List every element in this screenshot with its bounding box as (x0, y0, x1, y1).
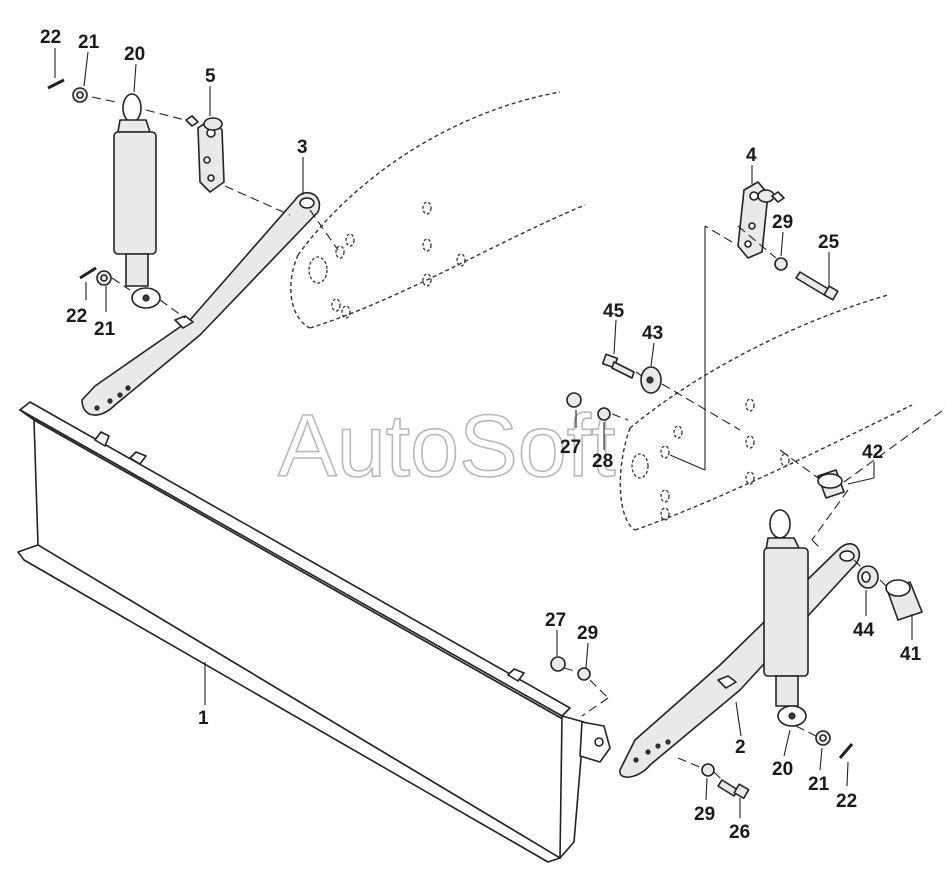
callout-20-left: 20 (124, 44, 145, 65)
bolt-25 (795, 271, 839, 301)
callout-45: 45 (603, 301, 625, 322)
cotter-pin-22-lower (79, 266, 97, 280)
callout-29-upper: 29 (772, 212, 793, 233)
cotter-pin-22-right (838, 743, 854, 759)
callout-21-top: 21 (78, 32, 100, 53)
nut-29-lower-right (701, 763, 715, 777)
callout-5: 5 (205, 66, 216, 87)
assembly-lines (91, 96, 946, 781)
callout-29-blade: 29 (577, 623, 598, 644)
left-frame-rail (290, 91, 586, 329)
callout-43: 43 (642, 323, 663, 344)
callout-28: 28 (592, 451, 613, 472)
nut-29-blade (577, 667, 591, 681)
cylinder-right (763, 509, 809, 727)
callout-29-lower: 29 (694, 804, 715, 825)
callout-42: 42 (862, 442, 883, 463)
callout-3: 3 (297, 137, 308, 158)
push-arm-left (81, 191, 321, 416)
bracket-4 (737, 181, 785, 259)
callout-27-lower: 27 (545, 610, 566, 631)
dozer-blade (17, 401, 611, 863)
washer-21-top (72, 87, 88, 103)
pin-41 (885, 579, 923, 621)
washer-21-right (815, 730, 831, 746)
callout-20-right: 20 (772, 759, 793, 780)
callout-25: 25 (818, 232, 840, 253)
cotter-pin-22-top (47, 78, 65, 90)
callout-21-lower-left: 21 (94, 319, 116, 340)
callout-41: 41 (900, 644, 922, 665)
right-frame-rail (619, 294, 913, 531)
washer-21-lower (96, 270, 112, 286)
callout-2: 2 (735, 737, 746, 758)
callout-26: 26 (729, 822, 750, 843)
callout-22-lower-left: 22 (66, 306, 87, 327)
bushing-42 (817, 469, 845, 499)
bolt-26 (717, 779, 750, 800)
callout-44: 44 (853, 620, 875, 641)
bracket-5 (185, 115, 225, 193)
callout-21-right: 21 (808, 774, 830, 795)
watermark-text: AutoSoft (278, 396, 616, 495)
nut-27-lower (550, 656, 566, 672)
nut-27-mid (566, 392, 582, 408)
callout-22-right: 22 (836, 791, 857, 812)
callout-27-mid: 27 (560, 437, 581, 458)
bolt-45 (601, 353, 635, 379)
callout-1: 1 (198, 708, 209, 729)
bushing-44 (857, 565, 879, 589)
nut-28 (597, 407, 611, 421)
callout-labels: 22 21 20 5 3 22 21 4 29 25 45 43 27 28 4… (40, 27, 922, 843)
washer-43 (640, 366, 662, 394)
callout-22-top: 22 (40, 27, 61, 48)
leader-lines (54, 48, 913, 818)
cylinder-left (113, 93, 161, 309)
nut-29-upper (774, 257, 788, 271)
callout-4: 4 (746, 145, 757, 166)
